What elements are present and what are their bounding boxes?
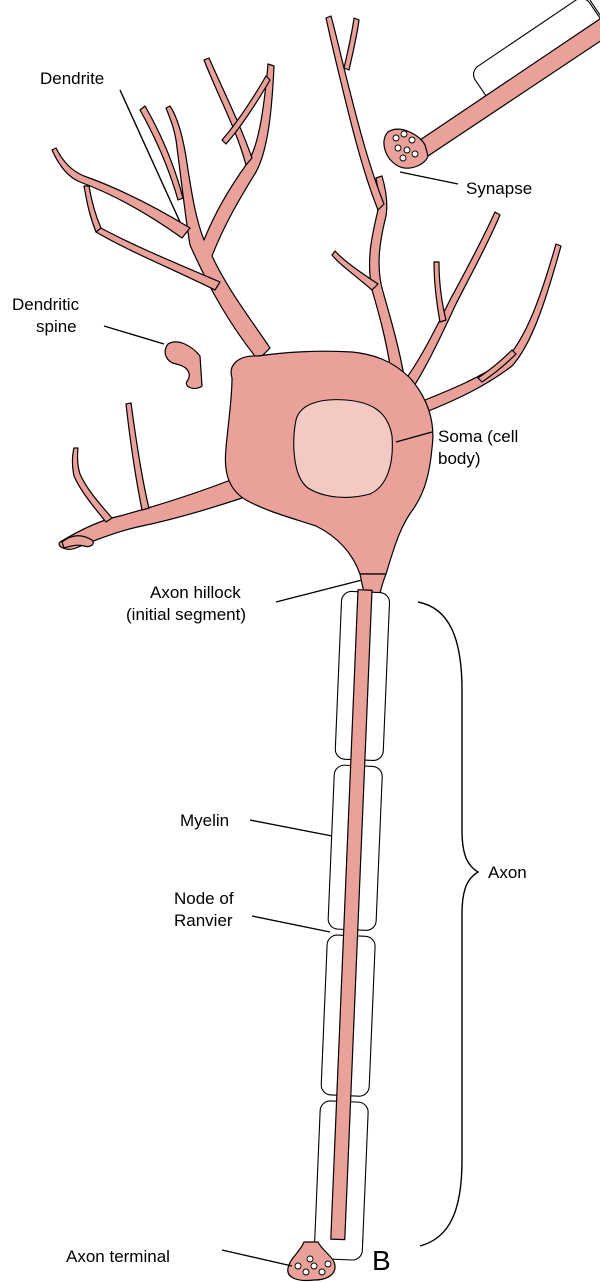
axon <box>288 589 390 1281</box>
panel-letter: B <box>372 1245 391 1276</box>
dendrite-right-upper <box>405 212 500 386</box>
label-soma-line1: Soma (cell <box>438 427 518 446</box>
dendrite-lower-branch-1 <box>126 403 149 510</box>
presynaptic-axon <box>384 0 600 168</box>
label-dendritic-spine-line1: Dendritic <box>12 295 80 314</box>
myelin-leader <box>250 820 332 836</box>
label-axon-hillock-line2: (initial segment) <box>126 605 246 624</box>
axon-brace <box>418 602 478 1246</box>
dendrite-branch-left-top <box>84 186 101 232</box>
label-dendritic-spine-line2: spine <box>36 317 77 336</box>
axon-terminal-leader <box>222 1250 292 1266</box>
label-soma-line2: body) <box>438 449 481 468</box>
label-axon: Axon <box>488 863 527 882</box>
dendrite-lower-branch-2 <box>73 448 113 522</box>
label-node-line2: Ranvier <box>174 911 233 930</box>
synapse-leader <box>400 172 458 184</box>
label-node-line1: Node of <box>174 889 234 908</box>
node-leader <box>252 916 330 932</box>
dendrite-upper-right-twig <box>344 18 359 70</box>
dendritic-spine <box>165 342 202 389</box>
dendrite-upper-right <box>370 176 404 380</box>
label-synapse: Synapse <box>466 179 532 198</box>
nucleus <box>294 400 393 498</box>
dendritic-spine-leader <box>104 326 164 344</box>
label-axon-terminal: Axon terminal <box>66 1247 170 1266</box>
label-dendrite: Dendrite <box>40 69 104 88</box>
label-axon-hillock-line1: Axon hillock <box>150 583 241 602</box>
dendrite-right-upper-twig <box>434 262 446 322</box>
dendrite-upper-left <box>166 64 274 360</box>
label-myelin: Myelin <box>180 811 229 830</box>
